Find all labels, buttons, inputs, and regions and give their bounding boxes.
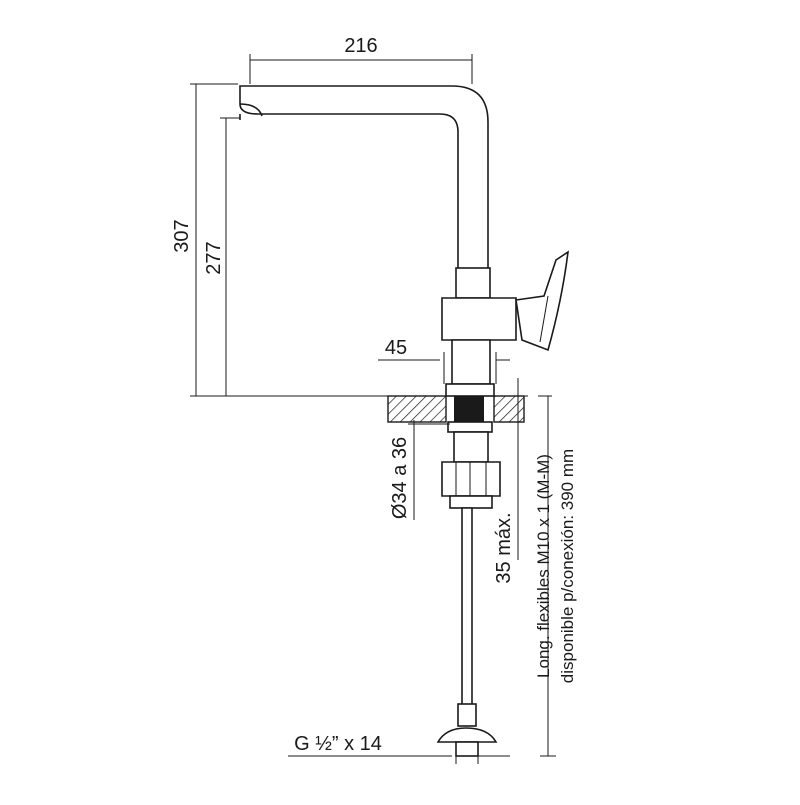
hose-connector <box>436 727 498 743</box>
countertop-right <box>493 395 525 423</box>
dim-connection-thread: G ½” x 14 <box>294 733 382 755</box>
shank-lower <box>453 431 489 463</box>
spout <box>239 85 489 271</box>
fixing-nut <box>441 461 501 497</box>
countertop <box>387 395 525 423</box>
flexible-hose <box>461 507 473 713</box>
countertop-left <box>387 395 447 423</box>
dim-total-height: 307 <box>171 219 193 252</box>
base-ring <box>445 383 495 397</box>
dimension-lines <box>190 54 556 764</box>
dim-base-diameter: 45 <box>385 337 407 359</box>
dim-max-thickness: 35 máx. <box>493 512 515 583</box>
washer <box>447 421 493 433</box>
hose-ferrule <box>457 703 477 727</box>
lever-handle <box>515 250 570 352</box>
dim-spout-height: 277 <box>203 241 225 274</box>
fixing-assembly <box>436 421 501 757</box>
dim-spout-reach: 216 <box>344 35 377 57</box>
nut-bottom <box>449 495 493 509</box>
note-hose-length-1: Long. flexibles M10 x 1 (M-M) <box>534 454 553 678</box>
nut-ribs <box>455 462 487 496</box>
spout-tip <box>239 103 263 120</box>
neck-collar <box>455 267 491 299</box>
valve-body <box>441 297 517 341</box>
dim-hole-diameter: Ø34 a 36 <box>389 437 411 519</box>
faucet <box>239 85 570 397</box>
lower-body <box>451 339 491 385</box>
lever-detail <box>539 295 549 343</box>
note-hose-length-2: disponible p/conexión: 390 mm <box>558 449 577 683</box>
connector-thread <box>455 741 479 757</box>
